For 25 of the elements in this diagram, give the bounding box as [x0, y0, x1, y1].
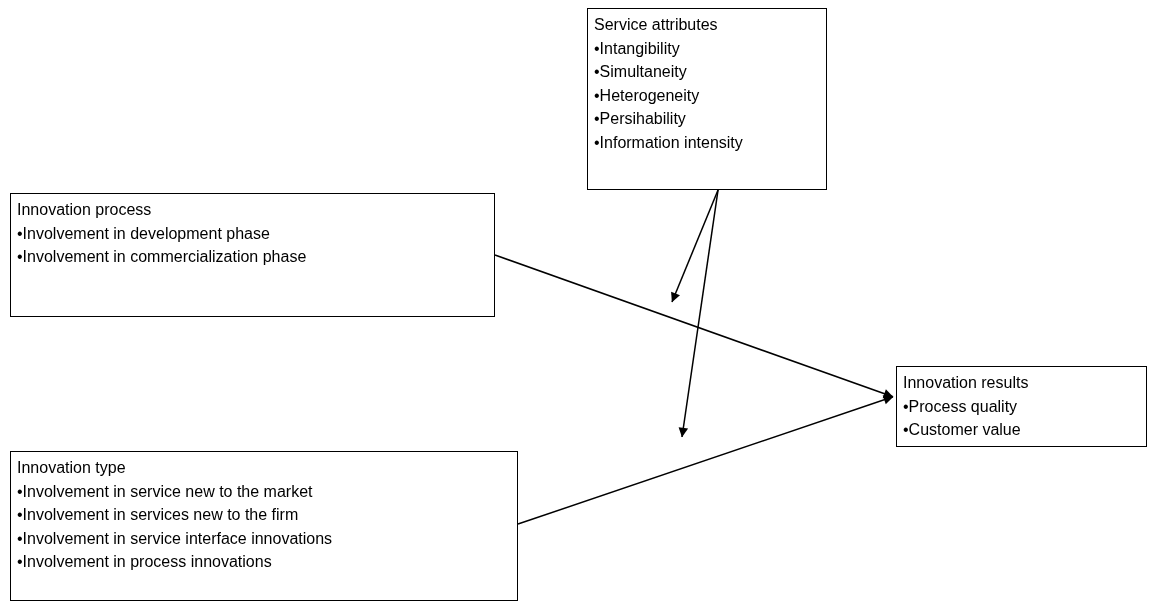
- bullet-item: •Involvement in development phase: [17, 223, 271, 244]
- arrow: [517, 395, 894, 525]
- arrow: [671, 189, 719, 303]
- bullet-item: •Involvement in service new to the market: [17, 481, 314, 502]
- box-heading: Innovation results: [903, 373, 1030, 393]
- text-box: [587, 8, 827, 190]
- box-heading: Service attributes: [594, 15, 719, 35]
- bullet-item: •Involvement in service interface innovations: [17, 528, 334, 549]
- text-box: [10, 193, 495, 317]
- bullet-item: •Heterogeneity: [594, 85, 701, 106]
- arrow: [494, 254, 894, 399]
- bullet-item: •Intangibility: [594, 38, 681, 59]
- bullet-item: •Simultaneity: [594, 62, 688, 82]
- text-box: [896, 366, 1147, 447]
- bullet-item: •Process quality: [903, 396, 1019, 417]
- text-box: [10, 451, 518, 601]
- bullet-item: •Customer value: [903, 420, 1022, 440]
- box-heading: Innovation process: [17, 200, 153, 220]
- box-heading: Innovation type: [17, 458, 127, 478]
- bullet-item: •Information intensity: [594, 132, 744, 153]
- bullet-item: •Involvement in services new to the firm: [17, 505, 300, 525]
- arrow: [678, 189, 719, 438]
- bullet-item: •Persihability: [594, 109, 687, 129]
- bullet-item: •Involvement in commercialization phase: [17, 247, 308, 267]
- bullet-item: •Involvement in process innovations: [17, 552, 273, 572]
